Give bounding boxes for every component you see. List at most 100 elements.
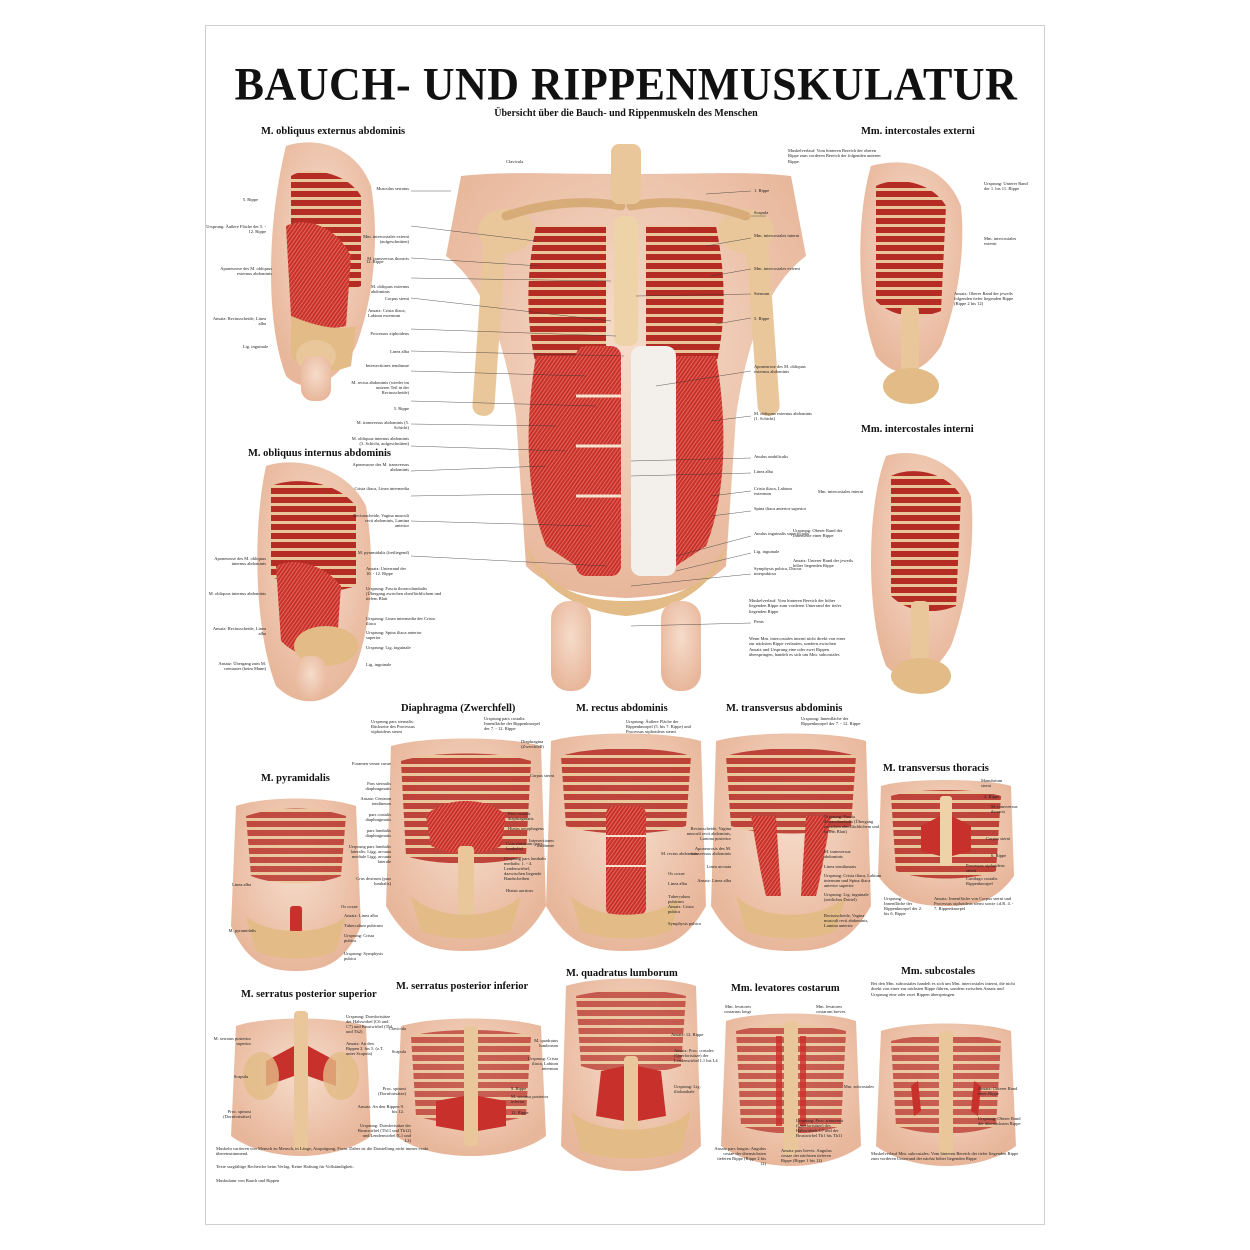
label: Processus xiphoideus sterni: [966, 863, 1005, 873]
label: Linea alba: [754, 469, 773, 474]
label: Corpus sterni: [384, 296, 409, 301]
note: Muskelverlauf: Vom hinteren Bereich der …: [788, 148, 881, 164]
pyramidalis-illustration: [231, 798, 361, 971]
label: Aponeurose des M. transversus abdominis: [352, 462, 410, 472]
label: Proc. spinosi (Dornfortsätze): [378, 1086, 406, 1096]
label: Ansatz: Crista iliaca, Labium externum: [368, 308, 406, 318]
label: 9. Rippe: [511, 1086, 527, 1091]
label: Intersectiones tendineae: [529, 838, 554, 848]
label: Corpus sterni: [986, 836, 1011, 841]
label: M. pyramidalis (freiliegend): [357, 550, 409, 555]
label: Mm. intercostales externi: [754, 266, 800, 271]
label: M. transversus thoracis: [991, 804, 1018, 814]
label: M. serratus posterior superior: [213, 1036, 251, 1046]
label: Pars costalis diaphragmatis: [508, 811, 534, 821]
label: Ursprung: Oberer Rand der übernächsten R…: [978, 1116, 1021, 1126]
label: M. pyramidalis: [228, 928, 257, 933]
label: Ansatz: Unterer Rand der jeweils höher l…: [793, 558, 853, 568]
label: Cartilago costalis Rippenknorpel: [966, 876, 998, 886]
label: 5. Rippe: [242, 197, 258, 202]
label: Ansatz: Oberer Rand der jeweils folgende…: [954, 291, 1014, 306]
label: Crista iliaca, Labium externum: [754, 486, 792, 496]
quadratus-lumborum-illustration: [561, 978, 701, 1171]
label: 12. Rippe: [511, 1110, 529, 1115]
label: Ursprung: Äußere Fläche der Rippenknorpe…: [626, 719, 691, 734]
label: Symphysis pubica, Discus interpubicus: [754, 566, 802, 576]
label: Ansatz: An den Rippen 9. bis 12.: [357, 1104, 404, 1114]
leader-lines: [410, 190, 766, 627]
anatomy-illustrations: [231, 142, 1016, 1171]
label: Ursprung: Lig. inguinale (seitliches Dri…: [824, 892, 869, 902]
panel-title-levatores-costarum: Mm. levatores costarum: [731, 983, 840, 994]
label: Rectusscheide, Vagina musculi recti abdo…: [353, 513, 409, 528]
note: Muskelverlauf Mm. subcostales: Vom hinte…: [871, 1151, 1019, 1162]
label: Aponeurosis des M. transversus abdominis: [690, 846, 731, 856]
panel-title-quadratus-lumborum: M. quadratus lumborum: [566, 968, 678, 979]
label: Ursprung: Lig. inguinale: [366, 645, 411, 650]
label: Scapula: [754, 210, 769, 215]
label: Lig. inguinale: [754, 549, 780, 554]
label: Ursprung: Crista iliaca, Labium internum: [527, 1056, 558, 1071]
label: Ursprung: Proc. transversi (Querfortsätz…: [796, 1118, 844, 1138]
label: Diaphragma (Zwerchfell): [521, 739, 544, 749]
label: Corpus sterni: [529, 773, 554, 778]
label: Ursprung: Spina iliaca anterior superior: [366, 630, 422, 640]
label: Clavicula: [506, 159, 524, 164]
transversus-thoracis-illustration: [878, 780, 1014, 906]
label: Ansatz: Innenfläche von Corpus sterni un…: [934, 896, 1014, 911]
poster-title: BAUCH- UND RIPPENMUSKULATUR: [234, 58, 1018, 111]
label: Aponeurose des M. obliquus internus abdo…: [214, 556, 266, 566]
label: Spina iliaca anterior superior: [754, 506, 807, 511]
panel-title-obliquus-externus: M. obliquus externus abdominis: [261, 126, 406, 137]
note: Muskeln variieren von Mensch zu Mensch, …: [216, 1146, 429, 1157]
label: Ursprung: Innenfläche der Rippenknorpel …: [884, 896, 923, 916]
label: Os coxae: [668, 871, 685, 876]
transversus-abdominis-illustration: [711, 733, 871, 951]
label: Ursprung: Innenfläche der Rippenknorpel …: [801, 716, 861, 726]
label: Ansatz pars longus: Angulus costae der ü…: [714, 1146, 766, 1166]
note: Muskelverlauf: Vom hinteren Bereich der …: [749, 598, 842, 614]
label: Ursprung: Äußere Fläche der 5. - 12. Rip…: [206, 224, 266, 234]
diaphragma-illustration: [386, 738, 546, 951]
panel-title-diaphragma: Diaphragma (Zwerchfell): [401, 703, 516, 714]
label: Mm. intercostales externi: [984, 236, 1017, 246]
label: Ansatz: Crista pubica: [668, 904, 694, 914]
label: Ursprung: Dornfortsätze der Halswirbel (…: [346, 1014, 393, 1034]
label: M. quadratus lumborum: [534, 1038, 558, 1048]
panel-title-intercostales-externi: Mm. intercostales externi: [861, 126, 975, 137]
label: Ansatz: An den Rippen 2. bis 5. (z.T. un…: [346, 1041, 384, 1056]
label: Ursprung: Dornfortsätze der Brustwirbel …: [357, 1123, 411, 1143]
panel-title-rectus: M. rectus abdominis: [576, 703, 668, 714]
label: Ansatz pars brevis: Angulus costae der n…: [781, 1148, 832, 1163]
label: M. obliquus internus abdominis: [208, 591, 266, 596]
subcostales-illustration: [876, 1023, 1016, 1166]
label: Ansatz: Linea alba: [344, 913, 378, 918]
label: Scapula: [233, 1074, 248, 1079]
label: 5. Rippe: [393, 406, 409, 411]
note: Wenn Mm. intercostales interni nicht dir…: [749, 636, 846, 657]
label: Rectusscheide, Vagina musculi recti abdo…: [824, 913, 869, 928]
label: Linea semilunaris: [824, 864, 857, 869]
anatomy-poster: BAUCH- UND RIPPENMUSKULATUR Übersicht üb…: [205, 25, 1045, 1225]
label: Ursprung pars sternalis: Rückseite des P…: [371, 719, 415, 734]
rectus-abdominis-illustration: [546, 733, 706, 951]
label: Symphysis pubica: [668, 921, 701, 926]
label: Mm. subcostales: [843, 1084, 874, 1089]
poster-subtitle: Übersicht über die Bauch- und Rippenmusk…: [494, 108, 758, 119]
label: M. transversus abdominis (5. Schicht): [356, 420, 409, 430]
label: 5. Rippe: [754, 316, 770, 321]
label: Ursprung: Symphysis pubica: [344, 951, 384, 961]
label: Ursprung pars lumbalis medialis: 1. - 4.…: [504, 856, 547, 881]
label: Linea arcuata: [706, 864, 731, 869]
label: M. rectus abdominis (wieder im unteren T…: [351, 380, 409, 395]
label: Anulus umbilicalis: [754, 454, 789, 459]
label: Linea alba: [390, 349, 409, 354]
panel-title-serratus-superior: M. serratus posterior superior: [241, 989, 377, 1000]
label: Mm. levatores costarum breves: [816, 1004, 846, 1014]
central-torso-illustration: [446, 144, 806, 691]
label: Lig. inguinale: [366, 662, 392, 667]
label: Ursprung: Lig. iliolumbale: [674, 1084, 701, 1094]
obliquus-internus-illustration: [257, 462, 372, 702]
serratus-inferior-illustration: [396, 1018, 546, 1156]
label: Clavicula: [388, 1026, 406, 1031]
